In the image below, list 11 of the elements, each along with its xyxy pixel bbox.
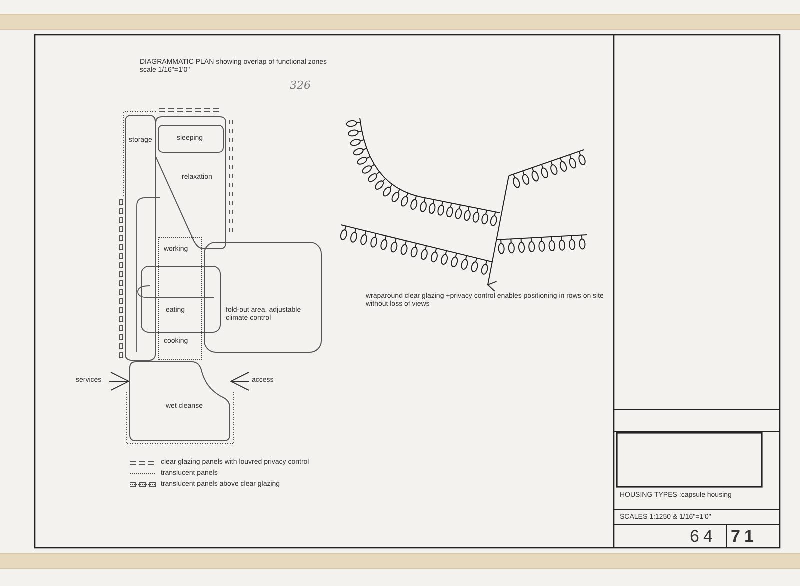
eating-zone <box>141 266 221 333</box>
sheet-number: 326 <box>290 80 311 93</box>
wet-cleanse-zone <box>130 362 230 441</box>
arrow <box>108 372 130 391</box>
working-cooking-zone <box>158 237 202 360</box>
fold-out-zone <box>204 242 322 353</box>
storage-zone <box>125 115 156 361</box>
arrow <box>230 372 250 391</box>
sleeping-zone <box>158 125 224 153</box>
archive-number: 71 <box>731 527 758 547</box>
archive-number: 64 <box>690 527 717 547</box>
